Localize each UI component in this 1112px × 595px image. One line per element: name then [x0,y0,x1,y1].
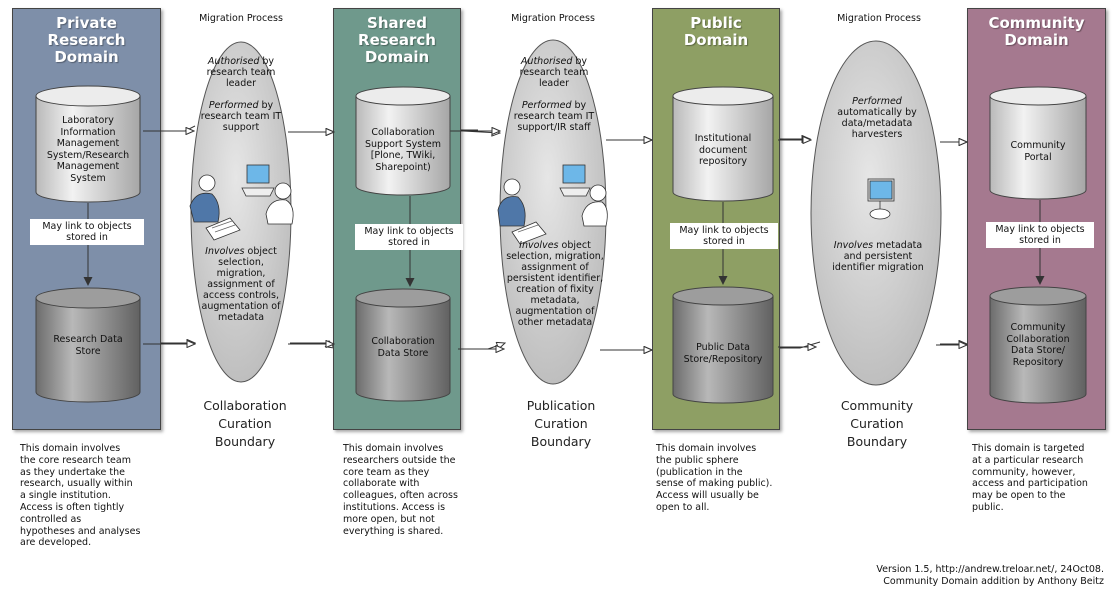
emphasis: Performed [208,100,259,111]
authorised-detail: by research team leader [206,56,276,89]
cylinder-community-data-store [989,286,1087,404]
domain-description: This domain involves researchers outside… [343,443,458,537]
store-label-collab-data: Collaboration Data Store [371,336,435,359]
emphasis: Involves [519,240,559,251]
domain-title: Shared Research Domain [358,14,436,66]
store-label-community-data: Community Collaboration Data Store/ Repo… [1006,322,1070,368]
migration-title: Migration Process [837,13,921,24]
migration-involves: Involves metadata and persistent identif… [830,240,926,273]
cylinder-lims [35,85,141,203]
performed-detail: by research team IT support/IR staff [513,100,595,133]
version-credit: Version 1.5, http://andrew.treloar.net/,… [876,564,1104,587]
domain-title: Community Domain [988,14,1085,49]
team-with-computer-icon [497,164,608,245]
link-label: May link to objects stored in [670,223,778,249]
computer-icon [867,178,895,220]
performed-detail: automatically by data/metadata harvester… [837,107,917,140]
curation-boundary: Community Curation Boundary [840,398,914,449]
involves-detail: metadata and persistent identifier migra… [832,240,924,273]
cylinder-institutional-repository [672,86,774,202]
store-label-institutional-repo: Institutional document repository [694,133,752,167]
cylinder-collaboration-data-store [355,288,451,402]
cylinder-community-portal [989,86,1087,200]
curation-boundary: Collaboration Curation Boundary [203,398,287,449]
store-label-collab-support: Collaboration Support System [Plone, TWi… [365,127,441,173]
link-label: May link to objects stored in [30,219,144,245]
involves-detail: object selection, migration, assignment … [506,240,604,328]
link-label: May link to objects stored in [986,222,1094,248]
migration-authorised: Authorised by research team leader [203,56,279,89]
involves-detail: object selection, migration, assignment … [201,246,281,323]
performed-detail: by research team IT support [200,100,282,133]
domain-description: This domain is targeted at a particular … [972,443,1088,513]
domain-description: This domain involves the core research t… [20,443,141,549]
migration-performed: Performed automatically by data/metadata… [832,96,922,140]
migration-involves: Involves object selection, migration, as… [196,246,286,323]
migration-performed: Performed by research team IT support/IR… [510,100,598,133]
cylinder-public-data-store [672,286,774,404]
store-label-public-data: Public Data Store/Repository [683,342,763,365]
curation-boundary: Publication Curation Boundary [526,398,596,449]
emphasis: Performed [852,96,902,107]
team-with-computer-icon [189,164,294,241]
migration-title: Migration Process [511,13,595,24]
store-label-research-data: Research Data Store [53,334,123,357]
link-label: May link to objects stored in [355,224,463,250]
domain-description: This domain involves the public sphere (… [656,443,773,513]
domain-title: Public Domain [683,14,749,49]
emphasis: Performed [521,100,572,111]
emphasis: Authorised [520,56,573,67]
store-label-lims: Laboratory Information Management System… [46,115,130,184]
migration-performed: Performed by research team IT support [198,100,284,133]
store-label-community-portal: Community Portal [1010,140,1066,163]
emphasis: Involves [833,240,874,251]
migration-authorised: Authorised by research team leader [518,56,590,89]
cylinder-research-data-store [35,287,141,403]
authorised-detail: by research team leader [519,56,589,89]
cylinder-collaboration-support [355,86,451,196]
emphasis: Involves [205,246,245,257]
migration-title: Migration Process [199,13,283,24]
migration-involves: Involves object selection, migration, as… [506,240,604,328]
domain-title: Private Research Domain [47,14,126,66]
emphasis: Authorised [207,56,260,67]
